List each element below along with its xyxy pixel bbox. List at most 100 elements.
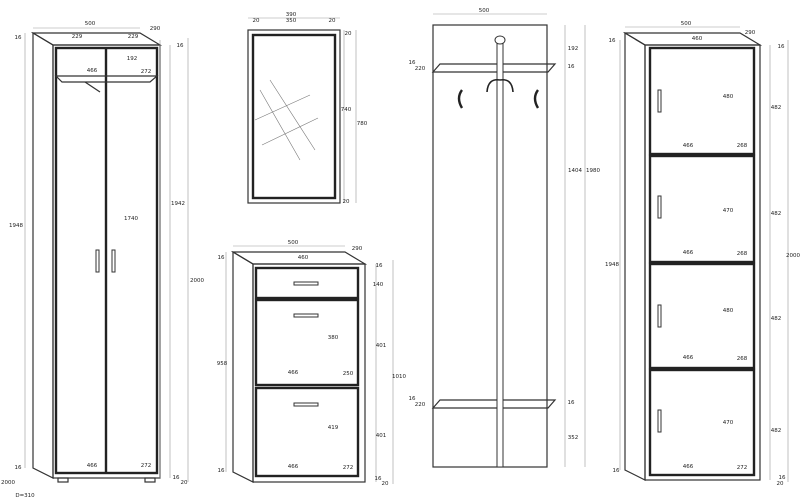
shelf-cabinet-dimension-label: 20 bbox=[777, 481, 784, 487]
flap-upper bbox=[254, 298, 360, 387]
wardrobe-dimension-label: 1948 bbox=[9, 223, 23, 229]
foot bbox=[57, 477, 69, 483]
wardrobe-dimension-label: 2000 bbox=[1, 480, 15, 486]
flap-lower bbox=[254, 386, 360, 478]
wall-hooks bbox=[457, 89, 540, 109]
wardrobe-shelf bbox=[54, 75, 159, 83]
coat-rack-dimension-label: 16 bbox=[568, 64, 575, 70]
wardrobe-dimension-label: 16 bbox=[15, 35, 22, 41]
mirror-dimension-label: 20 bbox=[343, 199, 350, 205]
wardrobe-dimension-label: 16 bbox=[173, 475, 180, 481]
hooks-center bbox=[486, 78, 514, 93]
coat-rack-dimension-label: 352 bbox=[568, 435, 579, 441]
shoe-cabinet-dimension-label: 140 bbox=[373, 282, 384, 288]
coat-pole bbox=[496, 41, 504, 468]
shelf-cabinet-dimension-label: 466 bbox=[683, 464, 694, 470]
shelf-cabinet-dimension-label: 16 bbox=[613, 468, 620, 474]
wardrobe-dimension-label: 2000 bbox=[190, 278, 204, 284]
door-handle bbox=[657, 195, 662, 219]
mirror-dimension-label: 350 bbox=[286, 18, 297, 24]
wardrobe-dimension-label: 229 bbox=[72, 34, 83, 40]
shoe-cabinet-drawing bbox=[225, 245, 394, 484]
shelf-cabinet-dimension-label: 482 bbox=[771, 316, 782, 322]
coat-rack-dimension-label: 500 bbox=[479, 8, 490, 14]
shoe-cabinet-dimension-label: 958 bbox=[217, 361, 228, 367]
shoe-cabinet-dimension-label: 16 bbox=[218, 468, 225, 474]
door-handle bbox=[657, 304, 662, 328]
wardrobe-dimension-label: 16 bbox=[15, 465, 22, 471]
door-handle bbox=[657, 89, 662, 113]
shoe-cabinet-dimension-label: 250 bbox=[343, 371, 354, 377]
mirror-dimension-label: 780 bbox=[357, 121, 368, 127]
bottom-shelf bbox=[431, 399, 557, 409]
wardrobe-dimension-label: 272 bbox=[141, 463, 152, 469]
shelf-cabinet-dimension-label: 466 bbox=[683, 143, 694, 149]
mirror-dimension-label: 390 bbox=[286, 12, 297, 18]
mirror-frame bbox=[247, 29, 341, 204]
shelf-cabinet-dimension-label: 500 bbox=[681, 21, 692, 27]
shelf-cabinet-dimension-label: 482 bbox=[771, 211, 782, 217]
shoe-cabinet-dimension-label: 16 bbox=[375, 476, 382, 482]
coat-rack-dimension-label: 1980 bbox=[586, 168, 600, 174]
wardrobe-dimension-label: 1740 bbox=[124, 216, 138, 222]
pole-cap bbox=[494, 35, 506, 45]
coat-rack-dimension-label: 16 bbox=[568, 400, 575, 406]
mirror-dimension-label: 740 bbox=[341, 107, 352, 113]
coat-rack-dimension-label: 16 bbox=[409, 60, 416, 66]
wardrobe-dimension-label: 1942 bbox=[171, 201, 185, 207]
mirror-drawing bbox=[247, 17, 357, 204]
coat-rack-dimension-label: 16 bbox=[409, 396, 416, 402]
wardrobe-rail bbox=[84, 81, 101, 93]
flap-handle bbox=[293, 402, 319, 407]
shoe-cabinet-side bbox=[232, 250, 254, 483]
door-1 bbox=[648, 46, 756, 156]
drawer bbox=[254, 266, 360, 300]
flap-handle bbox=[293, 313, 319, 318]
wardrobe-dimension-label: 290 bbox=[150, 26, 161, 32]
shoe-cabinet-dimension-label: 272 bbox=[343, 465, 354, 471]
door-handle bbox=[657, 409, 662, 433]
door-handle-right bbox=[111, 249, 116, 273]
foot bbox=[144, 477, 156, 483]
wardrobe-side bbox=[32, 31, 54, 479]
wardrobe-dimension-label: D=310 bbox=[15, 493, 35, 499]
shelf-cabinet-dimension-label: 2000 bbox=[786, 253, 800, 259]
shelf-cabinet-dimension-label: 268 bbox=[737, 143, 748, 149]
wardrobe-dimension-label: 20 bbox=[181, 480, 188, 486]
shelf-cabinet-dimension-label: 268 bbox=[737, 251, 748, 257]
wardrobe-dimension-label: 500 bbox=[85, 21, 96, 27]
mirror-dimension-label: 20 bbox=[329, 18, 336, 24]
shelf-cabinet-side bbox=[624, 31, 646, 481]
shoe-cabinet-dimension-label: 466 bbox=[288, 370, 299, 376]
shoe-cabinet-dimension-label: 401 bbox=[376, 343, 387, 349]
shelf-cabinet-dimension-label: 482 bbox=[771, 428, 782, 434]
door-2 bbox=[648, 154, 756, 264]
shelf-cabinet-drawing bbox=[619, 26, 789, 482]
shoe-cabinet-dimension-label: 500 bbox=[288, 240, 299, 246]
shelf-cabinet-dimension-label: 16 bbox=[779, 475, 786, 481]
wardrobe-drawing bbox=[24, 27, 189, 483]
shelf-cabinet-dimension-label: 1948 bbox=[605, 262, 619, 268]
shelf-cabinet-dimension-label: 268 bbox=[737, 356, 748, 362]
coat-rack-dimension-label: 220 bbox=[415, 66, 426, 72]
coat-rack-panel bbox=[432, 24, 548, 468]
shoe-cabinet-dimension-label: 16 bbox=[218, 255, 225, 261]
wardrobe-dimension-label: 16 bbox=[177, 43, 184, 49]
wardrobe-dimension-label: 466 bbox=[87, 68, 98, 74]
coat-rack-dimension-label: 220 bbox=[415, 402, 426, 408]
shelf-cabinet-dimension-label: 480 bbox=[723, 308, 734, 314]
wardrobe-dimension-label: 192 bbox=[127, 56, 138, 62]
coat-rack-dimension-label: 1404 bbox=[568, 168, 582, 174]
door-4 bbox=[648, 368, 756, 477]
shelf-cabinet-dimension-label: 470 bbox=[723, 208, 734, 214]
shelf-cabinet-dimension-label: 460 bbox=[692, 36, 703, 42]
shoe-cabinet-dimension-label: 20 bbox=[382, 481, 389, 487]
top-shelf bbox=[431, 63, 557, 73]
door-3 bbox=[648, 262, 756, 370]
shelf-cabinet-dimension-label: 466 bbox=[683, 355, 694, 361]
coat-rack-drawing bbox=[431, 13, 586, 468]
shoe-cabinet-dimension-label: 460 bbox=[298, 255, 309, 261]
coat-rack-dimension-label: 192 bbox=[568, 46, 579, 52]
